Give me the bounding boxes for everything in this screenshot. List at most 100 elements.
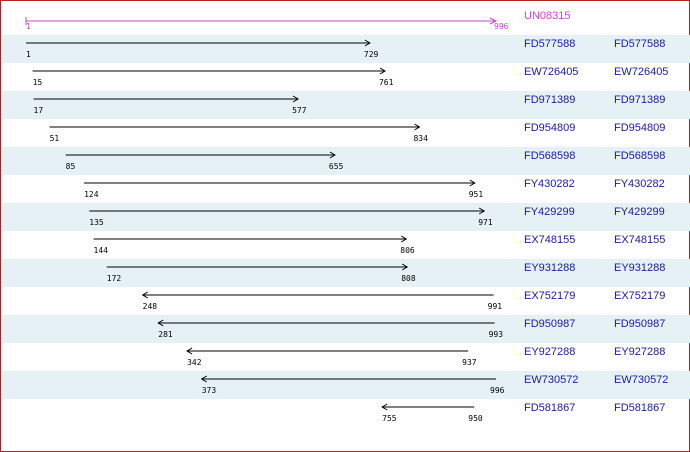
start-position: 755 <box>382 414 397 423</box>
alignment-arrow <box>93 235 408 243</box>
end-position: 806 <box>400 246 415 255</box>
alignment-arrow <box>157 319 495 327</box>
end-position: 655 <box>328 162 344 171</box>
accession-link[interactable]: FD971389 <box>524 94 576 106</box>
accession-link[interactable]: EW726405 <box>524 66 579 78</box>
end-position: 808 <box>401 274 416 283</box>
row-band <box>514 91 690 119</box>
accession-link-secondary[interactable]: EY931288 <box>614 262 666 274</box>
end-position: 971 <box>478 218 493 227</box>
accession-link-secondary[interactable]: FD568598 <box>614 150 666 162</box>
alignment-arrow <box>200 375 496 383</box>
arrowhead <box>157 319 164 327</box>
accession-link[interactable]: FD950987 <box>524 318 576 330</box>
accession-link-secondary[interactable]: FD954809 <box>614 122 666 134</box>
accession-link[interactable]: EY927288 <box>524 346 576 358</box>
accession-link-secondary[interactable]: FY429299 <box>614 206 665 218</box>
start-position: 172 <box>106 274 122 283</box>
row-band <box>2 147 514 175</box>
row-band <box>2 371 514 399</box>
row-band <box>2 203 514 231</box>
row-band <box>514 315 690 343</box>
start-position: 17 <box>33 106 44 115</box>
start-position: 373 <box>201 386 217 395</box>
row-band <box>2 315 514 343</box>
alignment-row: 144 806 EX748155 EX748155 <box>2 231 690 259</box>
alignment-row: 17 577 FD971389 FD971389 <box>2 91 690 119</box>
accession-link[interactable]: EX748155 <box>524 234 576 246</box>
arrowhead <box>469 179 476 187</box>
start-position: 135 <box>89 218 104 227</box>
accession-link-secondary[interactable]: FD581867 <box>614 402 666 414</box>
alignment-row: 755 950 FD581867 FD581867 <box>2 399 690 427</box>
end-position: 577 <box>292 106 307 115</box>
alignment-row: 281 993 FD950987 FD950987 <box>2 315 690 343</box>
start-position: 144 <box>93 246 108 255</box>
accession-link-secondary[interactable]: EY927288 <box>614 346 666 358</box>
arrowhead <box>186 347 193 355</box>
arrowhead <box>381 403 388 411</box>
row-band <box>514 259 690 287</box>
arrowhead <box>400 235 408 243</box>
alignment-arrow <box>89 207 486 215</box>
accession-link[interactable]: FY430282 <box>524 178 575 190</box>
accession-link[interactable]: EX752179 <box>524 290 576 302</box>
arrowhead <box>401 263 409 271</box>
accession-link-secondary[interactable]: FD577588 <box>614 38 666 50</box>
arrowhead <box>379 67 386 75</box>
reference-start: 1 <box>26 22 31 31</box>
alignment-row: 135 971 FY429299 FY429299 <box>2 203 690 231</box>
arrowhead <box>141 291 148 299</box>
start-position: 85 <box>65 162 76 171</box>
alignment-row: 15 761 EW726405 EW726405 <box>2 63 690 91</box>
alignment-arrow <box>141 291 494 299</box>
accession-link-secondary[interactable]: EW730572 <box>614 374 669 386</box>
row-band <box>2 35 514 63</box>
row-band <box>514 147 690 175</box>
end-position: 993 <box>488 330 504 339</box>
arrowhead <box>200 375 207 383</box>
alignment-arrow <box>33 95 300 103</box>
arrowhead <box>478 207 486 215</box>
accession-link[interactable]: EW730572 <box>524 374 579 386</box>
accession-link-secondary[interactable]: EX748155 <box>614 234 666 246</box>
alignment-arrow <box>186 347 469 355</box>
accession-link[interactable]: FY429299 <box>524 206 575 218</box>
alignment-arrow <box>381 403 475 411</box>
accession-link-secondary[interactable]: FY430282 <box>614 178 665 190</box>
reference-row: 1 996 UN08315 <box>2 7 690 35</box>
alignment-arrow <box>26 39 371 47</box>
accession-link[interactable]: FD577588 <box>524 38 576 50</box>
reference-id: UN08315 <box>524 10 571 22</box>
start-position: 15 <box>32 78 43 87</box>
accession-link[interactable]: EY931288 <box>524 262 576 274</box>
row-band <box>2 259 514 287</box>
accession-link[interactable]: FD581867 <box>524 402 576 414</box>
arrowhead <box>292 95 300 103</box>
end-position: 951 <box>468 190 484 199</box>
arrowhead <box>414 123 421 131</box>
end-position: 950 <box>468 414 483 423</box>
start-position: 342 <box>187 358 202 367</box>
accession-link-secondary[interactable]: EW726405 <box>614 66 669 78</box>
row-band <box>514 203 690 231</box>
row-band <box>2 91 514 119</box>
accession-link[interactable]: FD954809 <box>524 122 576 134</box>
accession-link-secondary[interactable]: FD950987 <box>614 318 666 330</box>
reference-line <box>25 17 498 25</box>
accession-link[interactable]: FD568598 <box>524 150 576 162</box>
alignment-arrow <box>32 67 386 75</box>
accession-link-secondary[interactable]: EX752179 <box>614 290 666 302</box>
end-position: 729 <box>363 50 379 59</box>
accession-link-secondary[interactable]: FD971389 <box>614 94 666 106</box>
alignment-arrow <box>84 179 476 187</box>
start-position: 281 <box>158 330 173 339</box>
reference-end: 996 <box>494 22 509 31</box>
end-position: 761 <box>378 78 394 87</box>
